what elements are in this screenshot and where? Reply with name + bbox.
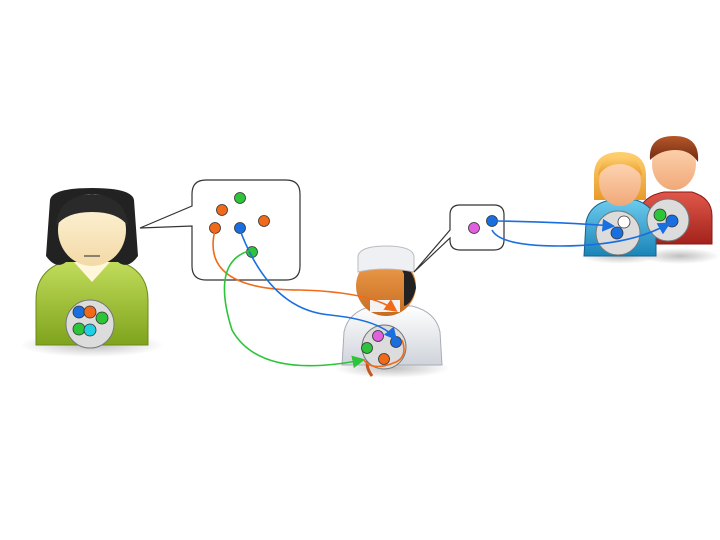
bubble-dot (234, 192, 246, 204)
badge-dot (610, 226, 624, 240)
doctor-speech-bubble (413, 204, 505, 273)
badge-dot (83, 305, 97, 319)
bubble-dot (468, 222, 480, 234)
flow-orange (212, 229, 398, 312)
woman-speech-bubble (139, 179, 301, 281)
flow-arrows (212, 218, 671, 369)
flow-blue-to-female (496, 218, 616, 232)
badge-dot (653, 208, 667, 222)
flow-blue-to-male (491, 222, 671, 247)
badge-dot (72, 322, 86, 336)
badge-dot (83, 323, 97, 337)
badge-dot (361, 342, 373, 354)
badge-dot (390, 336, 402, 348)
woman-badge-dots (72, 305, 109, 337)
badge-dot (665, 214, 679, 228)
flow-blue (239, 229, 398, 341)
bubble-dot (234, 222, 246, 234)
badge-dot (72, 305, 86, 319)
bubble-dot (258, 215, 270, 227)
bubble-dot (216, 204, 228, 216)
badge-dot (378, 353, 390, 365)
bubble-dot (486, 215, 498, 227)
badge-dot (617, 215, 631, 229)
flow-green (223, 249, 366, 369)
badge-dot (95, 311, 109, 325)
flow-orange-loop (363, 339, 405, 368)
badge-dot (372, 330, 384, 342)
